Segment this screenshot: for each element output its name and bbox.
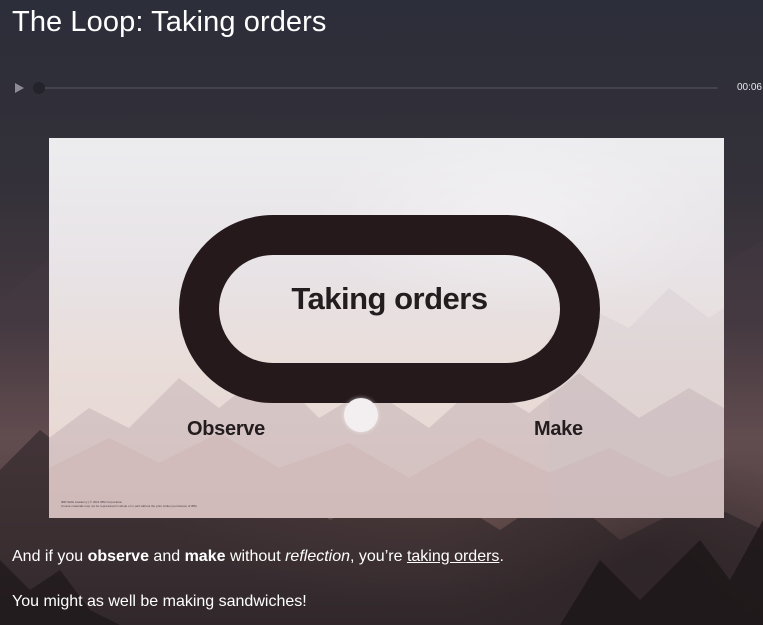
paragraph-sandwiches: You might as well be making sandwiches! (12, 593, 307, 610)
observe-label: Observe (187, 418, 265, 440)
seek-thumb[interactable] (33, 82, 45, 94)
text-segment: and (148, 548, 185, 565)
slide-landscape (49, 288, 724, 518)
play-icon (15, 83, 24, 93)
emphasis-make: make (184, 548, 226, 565)
page-title: The Loop: Taking orders (12, 6, 327, 38)
audio-player: 00:06 (0, 74, 763, 102)
footnote-line-2: Course materials may not be reproduced i… (61, 504, 198, 508)
slide-image: Taking orders Observe Make IBM Skills Ac… (49, 138, 724, 518)
text-segment: , you’re (350, 548, 407, 565)
paragraph-loop-explanation: And if you observe and make without refl… (12, 548, 504, 566)
make-label: Make (534, 418, 583, 440)
emphasis-observe: observe (87, 548, 149, 565)
text-segment: without (225, 548, 286, 565)
loop-center-label: Taking orders (291, 281, 488, 316)
play-button[interactable] (12, 81, 26, 95)
slide-footnote: IBM Skills Academy | © 2021 IBM Corporat… (61, 500, 197, 508)
text-segment: And if you (12, 548, 88, 565)
loop-progress-dot (344, 398, 378, 432)
emphasis-reflection: reflection (285, 548, 351, 565)
footnote-line-1: IBM Skills Academy | © 2021 IBM Corporat… (61, 500, 123, 504)
seek-bar[interactable] (38, 87, 718, 89)
text-segment: . (499, 548, 504, 565)
time-display: 00:06 (736, 82, 762, 93)
taking-orders-link[interactable]: taking orders (406, 548, 500, 565)
